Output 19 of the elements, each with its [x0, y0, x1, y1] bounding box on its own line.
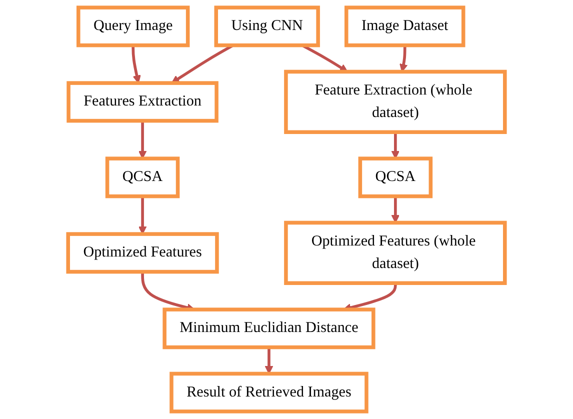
node-box: Optimized Features (whole dataset) [284, 220, 507, 285]
arrow [132, 45, 141, 84]
arrow [138, 120, 147, 159]
arrow [138, 196, 147, 234]
arrow [301, 44, 348, 72]
arrow [391, 132, 400, 159]
arrow [400, 45, 408, 72]
node-box: Query Image [76, 6, 190, 48]
node-box: Feature Extraction (whole dataset) [284, 70, 507, 134]
node-box: Optimized Features [66, 232, 219, 274]
node-box: Minimum Euclidian Distance [162, 308, 376, 350]
node-box: Image Dataset [344, 6, 466, 48]
arrow [264, 347, 274, 374]
node-box: QCSA [105, 156, 180, 198]
arrow [391, 196, 400, 224]
node-box: Features Extraction [66, 81, 218, 123]
node-box: QCSA [358, 156, 433, 198]
node-box: Using CNN [214, 6, 320, 48]
node-box: Result of Retrieved Images [170, 372, 368, 414]
